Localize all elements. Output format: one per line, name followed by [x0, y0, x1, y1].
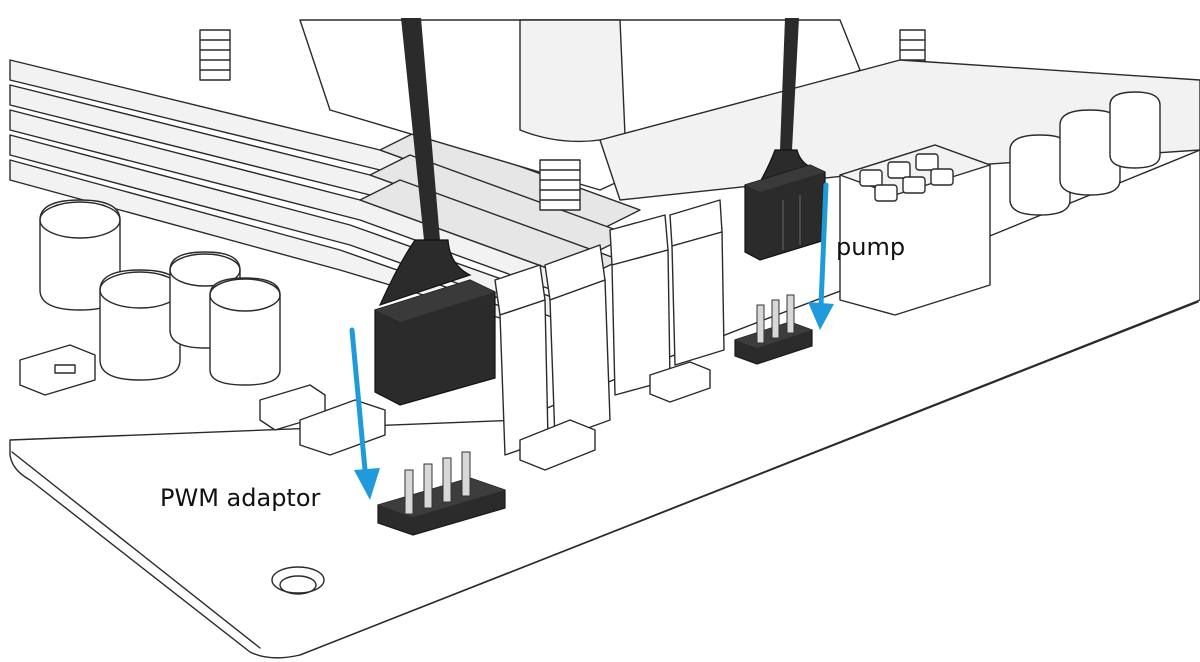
pump-label: pump — [836, 233, 906, 261]
pwm-arrow — [349, 327, 380, 500]
capacitors — [39, 91, 1161, 386]
mounting-hole — [271, 566, 325, 595]
pump-arrow — [808, 182, 834, 330]
cpu-cooler — [199, 19, 1200, 211]
pwm-cable-connector — [374, 18, 496, 406]
pwm-adaptor-label: PWM adaptor — [160, 484, 321, 512]
pwm-header — [377, 451, 506, 536]
cpu-power-connector — [839, 144, 991, 316]
pump-header — [734, 294, 813, 365]
pump-cable-connector — [744, 18, 826, 261]
small-chips — [19, 344, 711, 471]
ram-latches — [494, 199, 725, 456]
